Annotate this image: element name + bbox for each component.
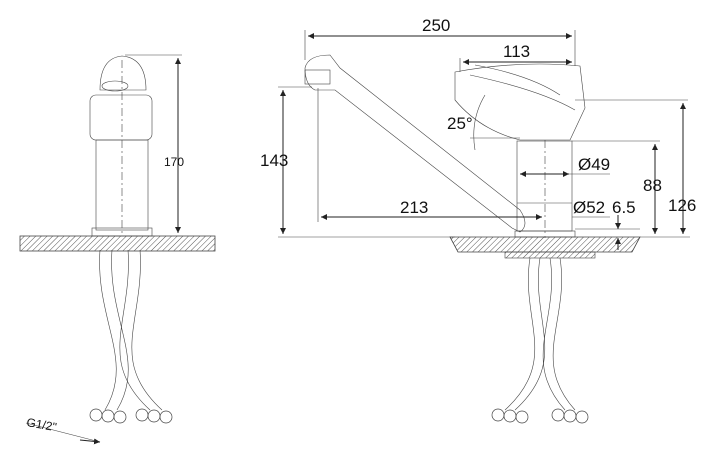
hoses-front	[491, 257, 589, 424]
spout	[304, 54, 526, 233]
spout-reach-label: 213	[400, 198, 428, 217]
handle-length-label: 113	[503, 42, 530, 61]
dimension-diameter-49: Ø49	[520, 155, 610, 177]
thread-label: G1/2"	[25, 415, 57, 434]
countertop-section	[19, 235, 216, 252]
height-label: 170	[164, 155, 184, 169]
side-view: 170 G1/2"	[19, 54, 216, 445]
dimension-170: 170	[125, 54, 184, 233]
dimension-126: 126	[575, 99, 696, 234]
spout-height-label: 143	[260, 151, 288, 170]
dimension-88: 88	[572, 140, 690, 238]
faucet-body-side	[89, 55, 153, 237]
dimension-diameter-52: Ø52	[572, 198, 610, 218]
countertop-section-front	[449, 236, 641, 253]
dimension-143: 143	[260, 86, 455, 238]
body	[514, 140, 576, 238]
base-height-label: 6.5	[612, 198, 636, 217]
dimension-113: 113	[459, 42, 572, 72]
handle	[454, 63, 586, 141]
dimension-thread: G1/2"	[25, 415, 101, 445]
total-height-label: 126	[668, 196, 696, 215]
dimension-6-5: 6.5	[575, 198, 640, 250]
dimension-25-degrees: 25°	[447, 94, 520, 151]
handle-angle-label: 25°	[447, 114, 473, 133]
dimension-250: 250	[304, 16, 576, 66]
hoses-side	[89, 249, 173, 424]
body-diameter-label: Ø49	[578, 155, 610, 174]
front-view: 250 113 25° 143 213 Ø49	[260, 16, 696, 424]
dimension-213: 213	[317, 88, 542, 222]
body-height-label: 88	[643, 176, 662, 195]
total-length-label: 250	[422, 16, 450, 35]
base-diameter-label: Ø52	[573, 198, 605, 217]
